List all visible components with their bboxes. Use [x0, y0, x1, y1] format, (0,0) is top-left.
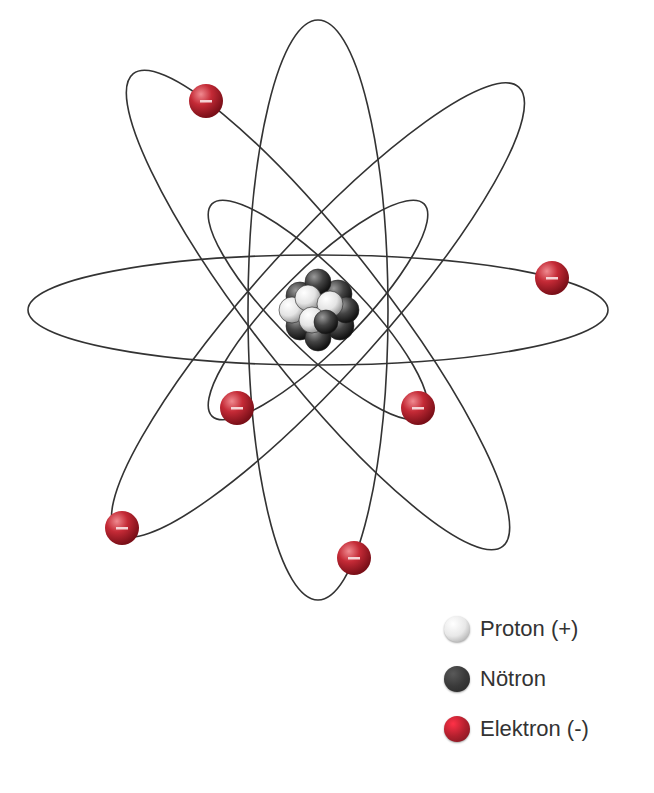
electrons	[105, 84, 569, 575]
orbit	[82, 34, 554, 587]
legend-label: Nötron	[480, 666, 546, 692]
orbit	[184, 176, 453, 445]
legend-entry: Elektron (-)	[444, 704, 589, 754]
orbit-paths	[28, 20, 608, 600]
legend-label: Elektron (-)	[480, 716, 589, 742]
electron	[220, 391, 254, 425]
legend-entry: Nötron	[444, 654, 589, 704]
legend: Proton (+) NötronElektron (-)	[444, 604, 589, 754]
legend-entry: Proton (+)	[444, 604, 589, 654]
electron	[189, 84, 223, 118]
nucleus	[279, 269, 359, 351]
orbit	[184, 176, 453, 445]
legend-swatch	[444, 666, 470, 692]
legend-swatch	[444, 716, 470, 742]
orbit	[69, 44, 567, 577]
orbit	[28, 255, 608, 365]
neutron	[314, 310, 338, 334]
legend-swatch	[444, 616, 470, 642]
legend-label: Proton (+)	[480, 616, 578, 642]
electron	[535, 261, 569, 295]
electron	[401, 391, 435, 425]
electron	[337, 541, 371, 575]
electron	[105, 511, 139, 545]
orbit	[248, 20, 388, 600]
